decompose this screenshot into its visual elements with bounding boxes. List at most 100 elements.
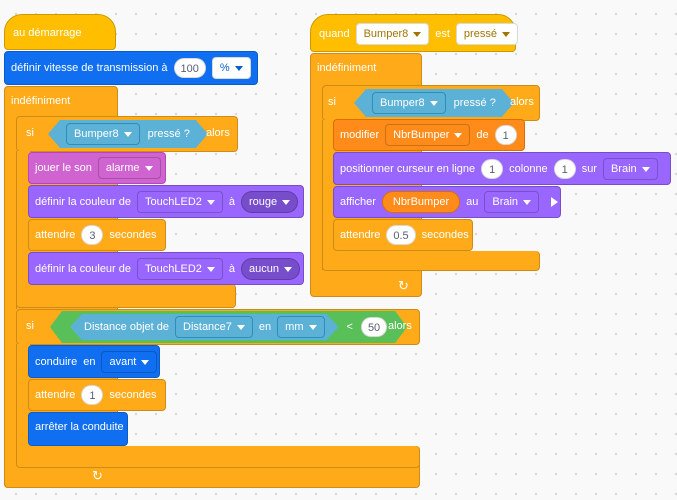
chevron-down-icon <box>206 199 215 205</box>
wait-seconds-input[interactable]: 3 <box>81 225 104 245</box>
drive-block[interactable]: conduire en avant <box>28 345 160 378</box>
forever-label: indéfiniment <box>11 95 71 107</box>
wait-1-block[interactable]: attendre 1 secondes <box>28 379 166 411</box>
play-icon[interactable] <box>551 197 559 207</box>
chevron-down-icon <box>141 359 150 365</box>
seconds-label: secondes <box>421 229 469 241</box>
bumper-sensor-label: Bumper8 <box>380 97 425 109</box>
wait-seconds-input[interactable]: 1 <box>81 385 104 405</box>
play-sound-block[interactable]: jouer le son alarme <box>28 152 166 184</box>
chevron-down-icon <box>430 101 438 106</box>
then-label: alors <box>206 127 230 139</box>
direction-label: avant <box>109 356 137 368</box>
bumper-sensor-dropdown[interactable]: Bumper8 <box>355 23 430 45</box>
sound-dropdown[interactable]: alarme <box>97 157 161 179</box>
drive-en-label: en <box>83 356 96 368</box>
bumper-pressed-condition-2[interactable]: Bumper8 pressé ? <box>354 89 514 117</box>
forever-label: indéfiniment <box>317 62 377 74</box>
if-distance-bottom-arm <box>16 446 420 468</box>
if-bumper-bottom-arm <box>16 284 236 308</box>
velocity-unit-dropdown[interactable]: % <box>211 57 251 79</box>
pressed-label: pressé ? <box>147 128 190 140</box>
chevron-down-icon <box>282 199 291 205</box>
screen-device-dropdown[interactable]: Brain <box>602 158 658 180</box>
print-block[interactable]: afficher NbrBumper au Brain <box>333 186 561 218</box>
direction-dropdown[interactable]: avant <box>101 351 158 373</box>
change-variable-block[interactable]: modifier NbrBumper de 1 <box>333 119 525 151</box>
touchled-dropdown[interactable]: TouchLED2 <box>137 191 223 213</box>
distance-sensor-dropdown[interactable]: Distance7 <box>175 316 253 338</box>
sound-label: alarme <box>105 162 140 174</box>
wait-label: attendre <box>35 229 76 241</box>
chevron-down-icon <box>501 31 510 37</box>
set-color-none-block[interactable]: définir la couleur de TouchLED2 à aucun <box>28 252 304 285</box>
chevron-down-icon <box>413 31 422 37</box>
wait-3-block[interactable]: attendre 3 secondes <box>28 219 166 251</box>
variable-label: NbrBumper <box>393 129 450 141</box>
change-value-input[interactable]: 1 <box>494 125 517 145</box>
print-on-label: au <box>466 196 479 208</box>
in-label: en <box>258 321 272 333</box>
bumper-sensor-dropdown[interactable]: Bumper8 <box>372 92 446 114</box>
if-label: si <box>26 127 34 139</box>
set-velocity-label: définir vitesse de transmission à <box>11 62 168 74</box>
set-color-red-block[interactable]: définir la couleur de TouchLED2 à rouge <box>28 185 304 218</box>
units-dropdown[interactable]: mm <box>277 316 324 338</box>
stop-driving-label: arrêter la conduite <box>35 421 124 433</box>
variable-reporter[interactable]: NbrBumper <box>381 191 461 213</box>
color-label: aucun <box>249 263 279 275</box>
chevron-down-icon <box>124 132 132 137</box>
drive-label: conduire <box>35 356 78 368</box>
color-dropdown[interactable]: aucun <box>241 258 300 280</box>
if-label: si <box>328 96 336 108</box>
stop-driving-block[interactable]: arrêter la conduite <box>28 412 128 446</box>
cursor-column-input[interactable]: 1 <box>553 159 576 179</box>
velocity-unit-label: % <box>219 62 230 74</box>
if-bumper-left-arm-2 <box>322 120 334 270</box>
to-label: à <box>228 196 236 208</box>
print-device-dropdown[interactable]: Brain <box>484 191 540 213</box>
wait-label: attendre <box>340 229 381 241</box>
distance-reporter[interactable]: Distance objet de Distance7 en mm <box>70 314 339 340</box>
is-label: est <box>435 28 450 40</box>
touchled-label: TouchLED2 <box>145 196 202 208</box>
variable-dropdown[interactable]: NbrBumper <box>385 124 471 146</box>
on-label: sur <box>581 163 597 175</box>
if-bumper-bottom-arm-2 <box>322 251 540 271</box>
chevron-down-icon <box>284 266 292 272</box>
distance-comparison-condition[interactable]: Distance objet de Distance7 en mm < 50 <box>50 311 407 343</box>
when-started-hat-block[interactable]: au démarrage <box>4 14 116 50</box>
units-label: mm <box>285 321 304 333</box>
wait-seconds-input[interactable]: 0.5 <box>386 225 416 245</box>
loop-arrow-icon: ↻ <box>92 468 103 483</box>
bumper-state-dropdown[interactable]: pressé <box>455 23 518 45</box>
chevron-down-icon <box>144 165 153 171</box>
if-label: si <box>26 320 34 332</box>
chevron-down-icon <box>641 166 650 172</box>
if-bumper-left-arm <box>16 151 30 309</box>
chevron-down-icon <box>206 266 215 272</box>
bumper-state-label: pressé <box>463 28 497 40</box>
set-drive-velocity-block[interactable]: définir vitesse de transmission à 100 % <box>4 51 258 85</box>
when-label: quand <box>319 28 350 40</box>
screen-device-label: Brain <box>610 163 637 175</box>
threshold-input[interactable]: 50 <box>361 317 387 337</box>
velocity-input[interactable]: 100 <box>173 58 206 78</box>
print-label: afficher <box>340 196 376 208</box>
wait-label: attendre <box>35 389 76 401</box>
chevron-down-icon <box>234 65 243 71</box>
color-dropdown[interactable]: rouge <box>241 191 299 213</box>
touchled-dropdown[interactable]: TouchLED2 <box>137 258 223 280</box>
to-label: à <box>228 263 236 275</box>
seconds-label: secondes <box>109 389 157 401</box>
set-cursor-block[interactable]: positionner curseur en ligne 1 colonne 1… <box>333 152 671 185</box>
bumper-sensor-label: Bumper8 <box>74 128 119 140</box>
bumper-sensor-dropdown[interactable]: Bumper8 <box>66 123 140 145</box>
less-than-label: < <box>346 321 353 333</box>
wait-05-block[interactable]: attendre 0.5 secondes <box>333 219 473 251</box>
cursor-line-input[interactable]: 1 <box>481 159 504 179</box>
bumper-pressed-condition[interactable]: Bumper8 pressé ? <box>48 120 208 148</box>
when-bumper-pressed-hat-block[interactable]: quand Bumper8 est pressé <box>310 14 518 52</box>
bumper-sensor-label: Bumper8 <box>363 28 409 40</box>
